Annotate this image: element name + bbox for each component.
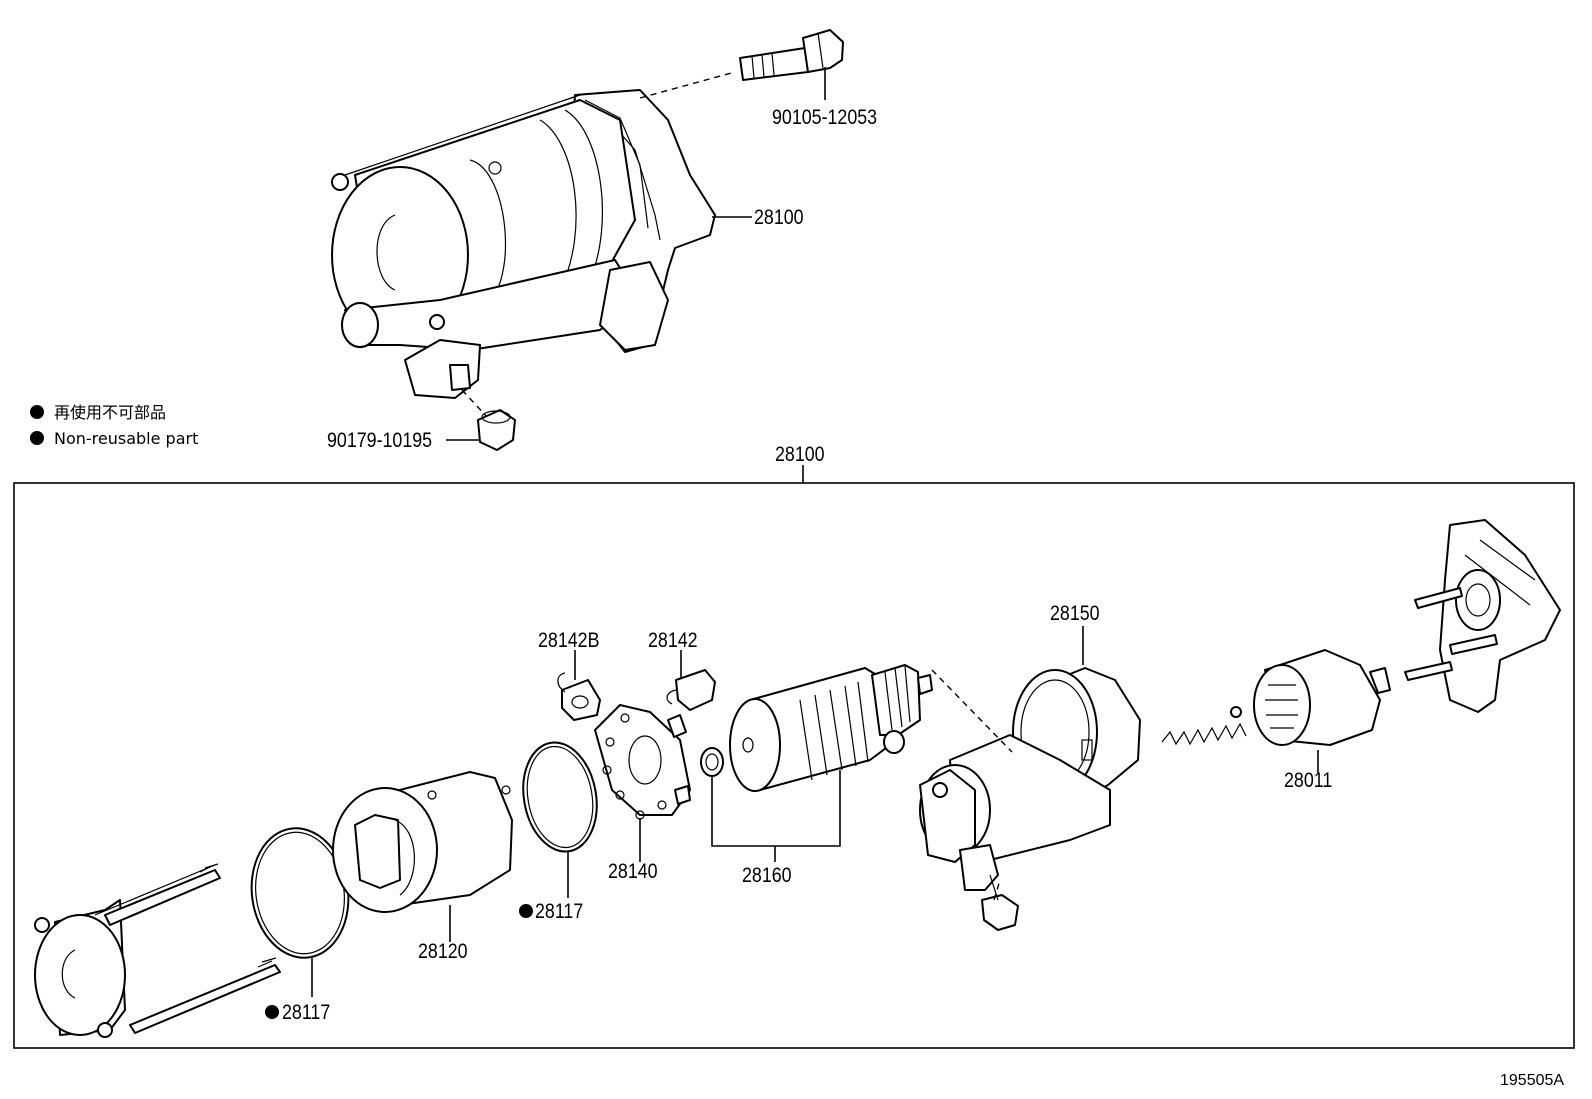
legend-japanese-text: 再使用不可部品	[54, 403, 166, 422]
label-brush-b: 28142B	[538, 629, 599, 653]
nut-part	[477, 409, 516, 451]
bearing-part	[700, 747, 724, 777]
yoke-part	[332, 771, 513, 913]
brush-part	[666, 669, 716, 711]
o-ring-mid-part	[522, 741, 598, 853]
legend: 再使用不可部品 Non-reusable part	[30, 403, 198, 448]
brush-b-part	[557, 672, 601, 721]
label-housing: 28150	[1050, 602, 1100, 626]
label-brush: 28142	[648, 629, 698, 653]
leader-lines	[311, 67, 1319, 997]
label-yoke: 28120	[418, 940, 468, 964]
non-reusable-marker-icon	[265, 1005, 279, 1019]
non-reusable-marker-icon	[519, 904, 533, 918]
spring-part	[1161, 722, 1247, 746]
non-reusable-bullet-icon	[30, 431, 44, 445]
armature-part	[729, 664, 933, 792]
label-brush-holder: 28140	[608, 860, 658, 884]
reference-code: 195505A	[1500, 1072, 1564, 1089]
brush-holder-part	[594, 704, 691, 820]
end-cover-part	[34, 863, 281, 1038]
bolt-part	[739, 29, 844, 81]
label-ring-mid: 28117	[535, 900, 583, 924]
label-assembly-top: 28100	[754, 206, 804, 230]
label-bolt: 90105-12053	[772, 106, 877, 130]
exploded-view-frame	[13, 482, 1575, 1049]
clutch-part	[1253, 649, 1391, 746]
non-reusable-bullet-icon	[30, 405, 44, 419]
drive-housing-part	[1404, 519, 1561, 713]
part-labels: 90105-12053 28100 90179-10195 28100 2814…	[265, 106, 1332, 1025]
starter-assembly-illustration	[331, 71, 736, 419]
legend-english-text: Non-reusable part	[54, 429, 198, 448]
label-armature: 28160	[742, 864, 792, 888]
label-ring-left: 28117	[282, 1001, 330, 1025]
label-nut: 90179-10195	[327, 429, 432, 453]
label-clutch: 28011	[1284, 769, 1332, 793]
solenoid-part	[919, 734, 1111, 931]
label-assembly-group: 28100	[775, 443, 825, 467]
spacer-part	[883, 730, 905, 754]
